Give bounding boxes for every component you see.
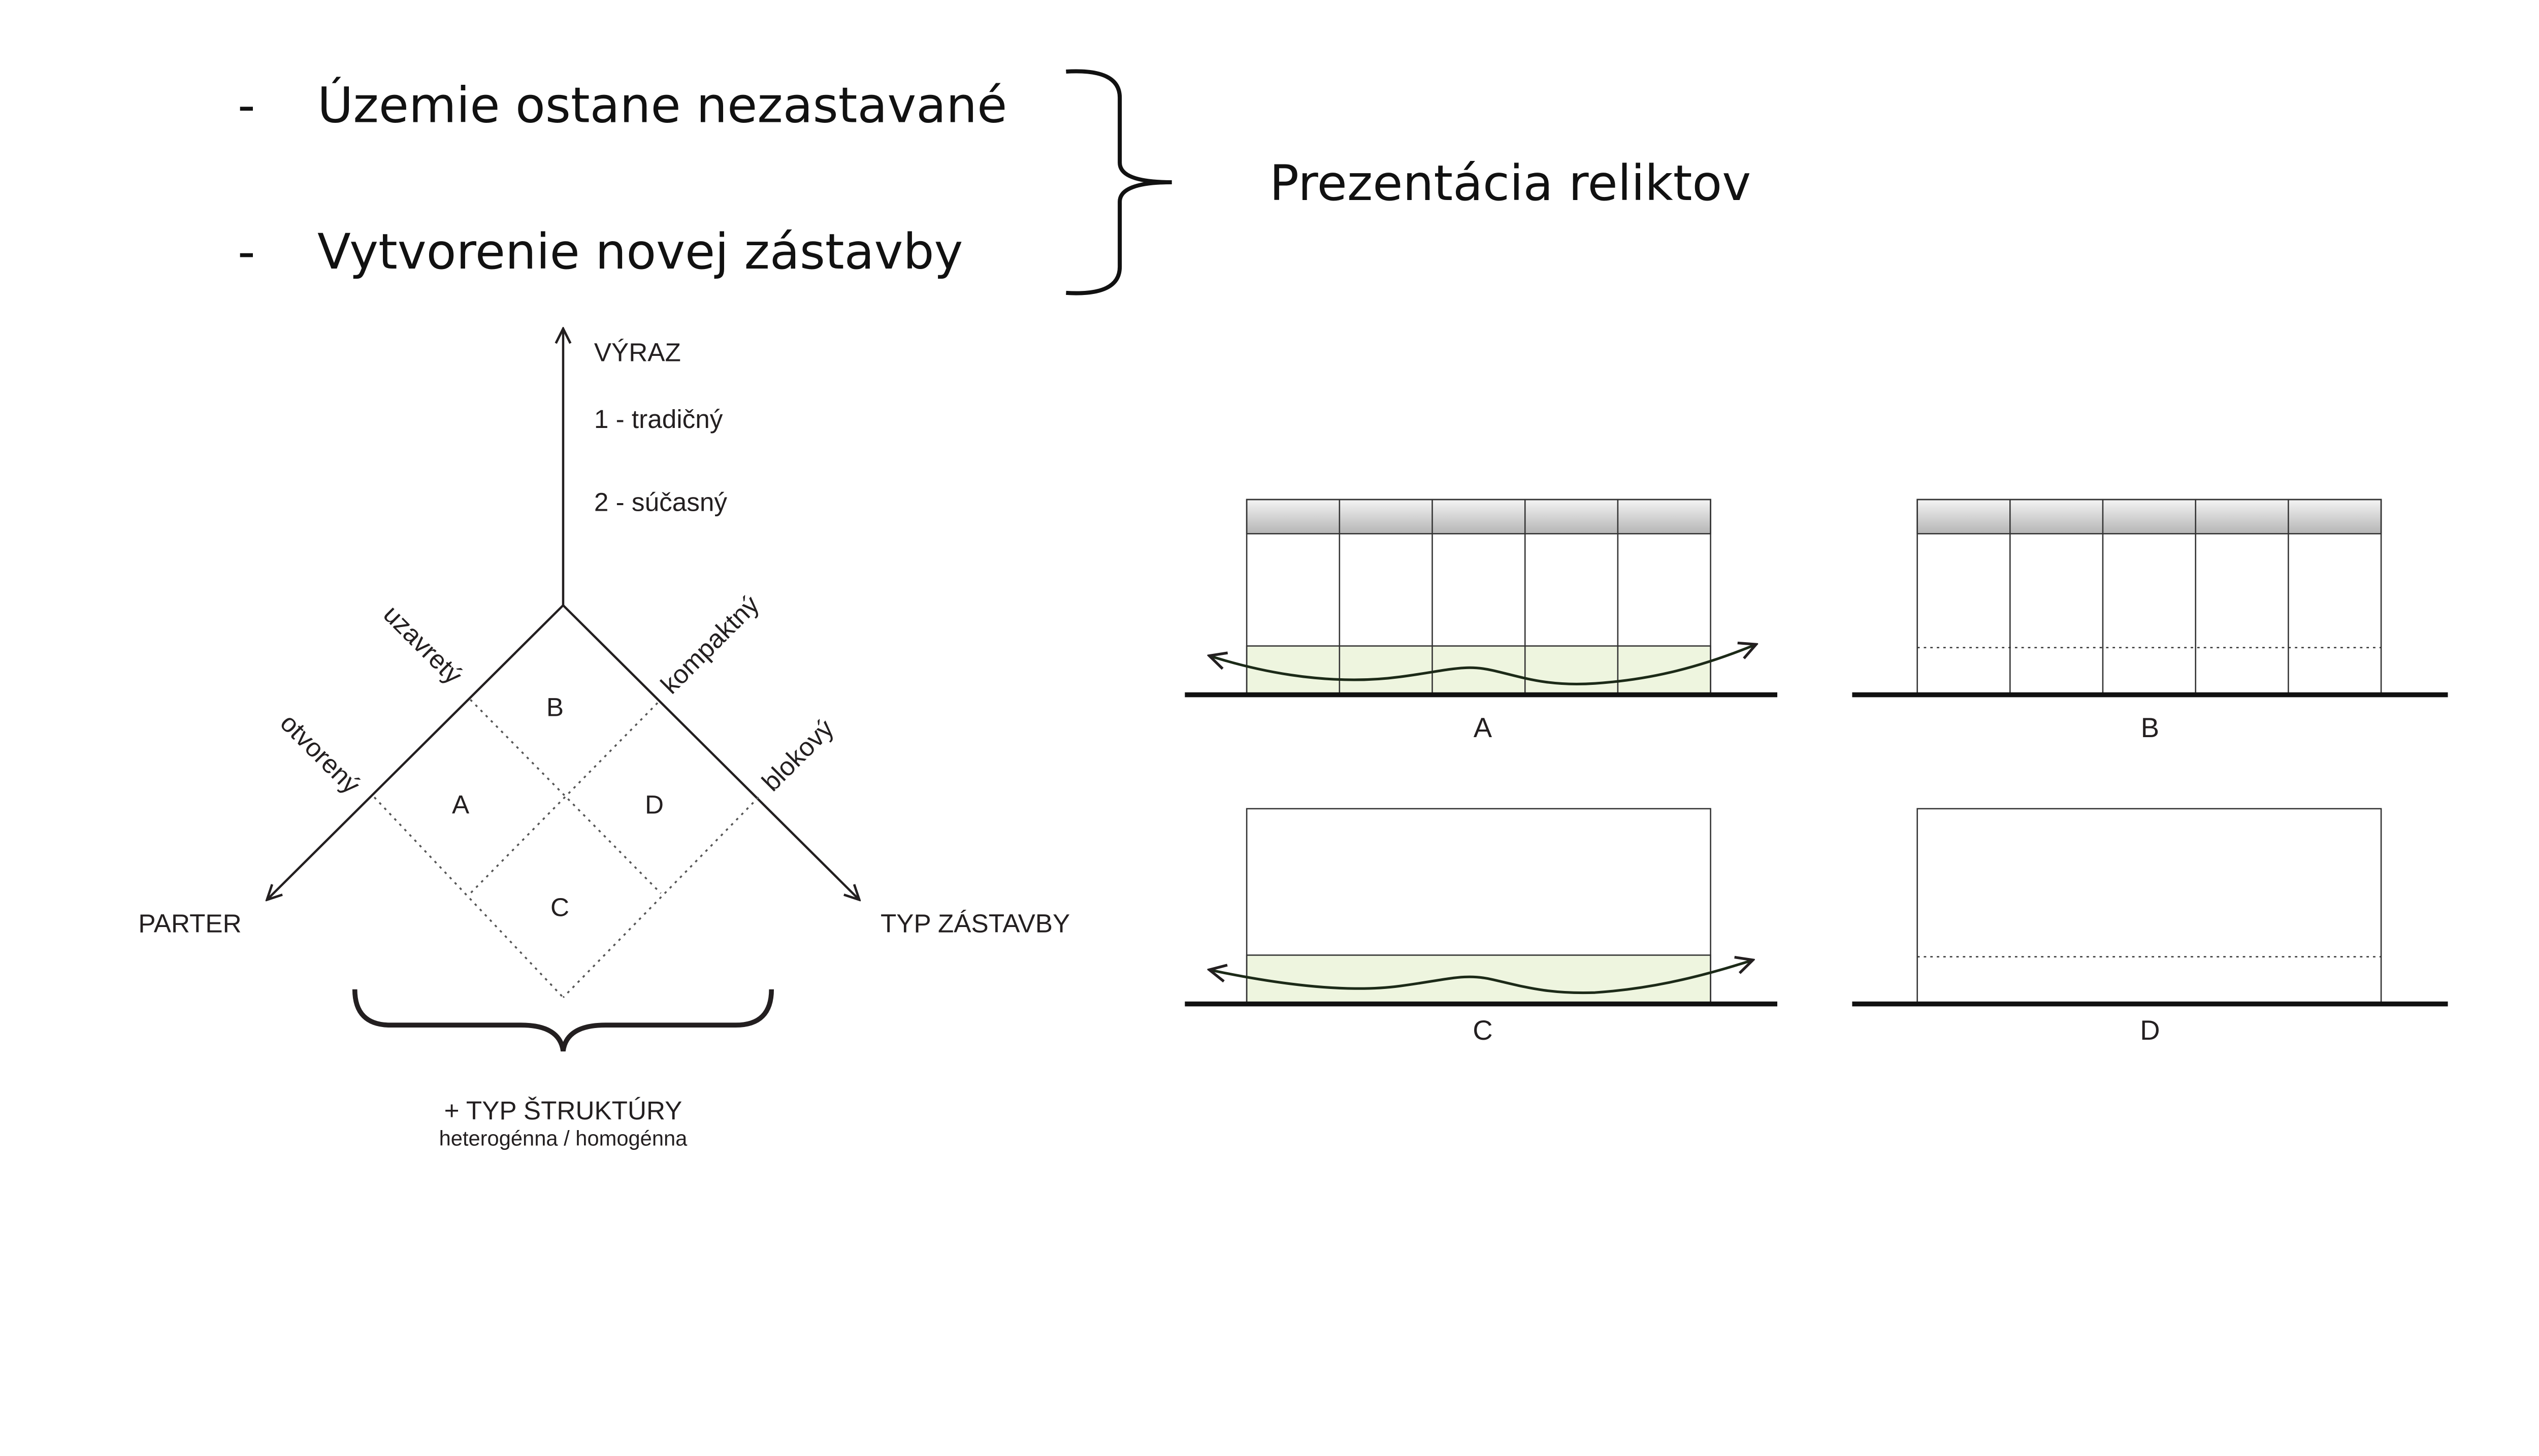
brace-label: Prezentácia reliktov <box>1270 155 1751 212</box>
slide: - Územie ostane nezastavané - Vytvorenie… <box>138 69 2448 1150</box>
bullet-marker: - <box>238 77 255 134</box>
quadrant-label: C <box>550 892 569 921</box>
axis-label-vyraz: VÝRAZ <box>594 338 681 367</box>
expression-option: 2 - súčasný <box>594 487 728 516</box>
right-value-kompaktny: kompaktný <box>655 590 765 700</box>
quadrant-label: B <box>546 692 564 721</box>
flow-arrow <box>1209 644 1756 685</box>
section-d <box>1852 808 2448 1007</box>
structure-type-title: + TYP ŠTRUKTÚRY <box>444 1096 682 1125</box>
right-brace <box>1066 69 1172 295</box>
section-label: A <box>1474 712 1492 743</box>
quadrant-label: A <box>452 790 470 819</box>
left-value-uzavrety: uzavretý <box>378 600 468 690</box>
section-a <box>1185 499 1777 698</box>
left-value-otvoreny: otvorený <box>275 708 366 800</box>
quadrant-label: D <box>645 790 664 819</box>
typology-diagram <box>267 328 860 1052</box>
flow-arrow <box>1209 960 1753 995</box>
bullet-text: Územie ostane nezastavané <box>317 76 1007 134</box>
bullet-list: - Územie ostane nezastavané - Vytvorenie… <box>238 76 1007 280</box>
section-c <box>1185 808 1777 1007</box>
bottom-brace <box>352 989 774 1052</box>
right-value-blokovy: blokový <box>756 714 839 797</box>
section-label: B <box>2141 712 2159 743</box>
bullet-marker: - <box>238 223 255 280</box>
structure-type-subtitle: heterogénna / homogénna <box>439 1126 688 1150</box>
quadrant-grid <box>373 699 759 998</box>
section-label: C <box>1473 1015 1492 1046</box>
expression-option: 1 - tradičný <box>594 405 723 434</box>
section-label: D <box>2140 1015 2160 1046</box>
axis-label-parter: PARTER <box>138 909 241 938</box>
bullet-text: Vytvorenie novej zástavby <box>317 223 963 280</box>
axis-typ-zastavby <box>562 604 859 900</box>
section-b <box>1852 499 2448 698</box>
axis-label-typ-zastavby: TYP ZÁSTAVBY <box>881 909 1070 938</box>
axis-parter <box>267 604 564 900</box>
